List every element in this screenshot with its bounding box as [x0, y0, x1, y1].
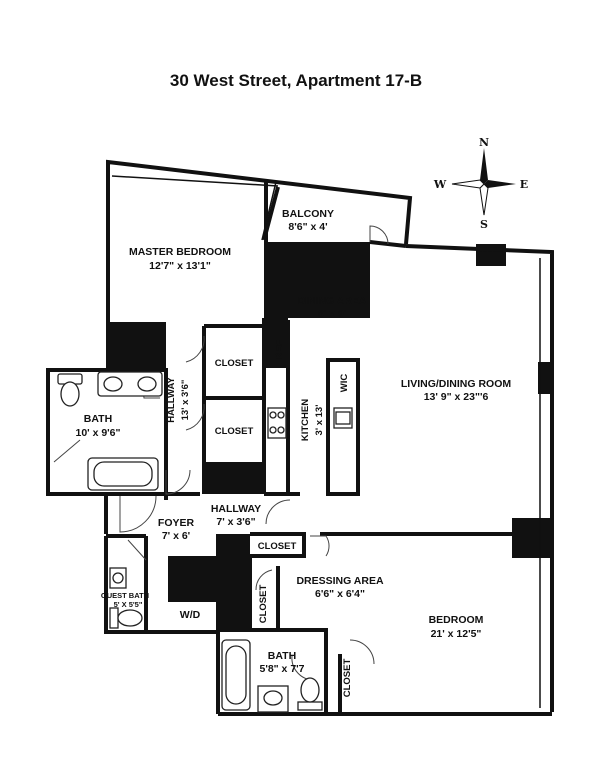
- hallway-horizontal-label: HALLWAY: [211, 503, 261, 515]
- kitchen-fixtures: [267, 407, 353, 439]
- dressing-area-size: 6'6" x 6'4": [315, 588, 365, 600]
- bedroom-bath-label: BATH: [268, 650, 296, 662]
- bedroom-size: 21' x 12'5": [431, 628, 482, 640]
- closet-vertical-right-label: CLOSET: [342, 659, 353, 698]
- room-labels: MASTER BEDROOM 12'7" x 13'1" BALCONY 8'6…: [75, 208, 511, 697]
- balcony-label: BALCONY: [282, 208, 334, 220]
- bedroom-bath-size: 5'8" x 7'7: [259, 663, 304, 675]
- living-dining-label: LIVING/DINING ROOM: [401, 378, 512, 390]
- master-bath-label: BATH: [84, 413, 112, 425]
- compass-south-label: S: [480, 218, 488, 231]
- bedroom-bath-fixtures: [221, 639, 323, 713]
- living-dining-size: 13' 9" x 23"'6: [424, 391, 489, 403]
- dressing-area-label: DRESSING AREA: [296, 575, 384, 587]
- dining-area-size: 8' x 9': [318, 308, 346, 320]
- compass-west-label: W: [433, 178, 447, 191]
- master-bedroom-label: MASTER BEDROOM: [129, 246, 231, 258]
- plan-title: 30 West Street, Apartment 17-B: [170, 71, 422, 90]
- foyer-label: FOYER: [158, 517, 195, 529]
- guest-bath-label: GUEST BATH: [101, 591, 149, 600]
- hallway-vertical-size: 13' x 3'6": [180, 380, 191, 421]
- compass-icon: N S W E: [433, 136, 528, 231]
- closet-hall-label: CLOSET: [258, 541, 297, 552]
- hallway-vertical-label: HALLWAY: [166, 377, 177, 423]
- master-bedroom-size: 12'7" x 13'1": [149, 260, 211, 272]
- compass-north-label: N: [479, 136, 489, 149]
- hallway-horizontal-size: 7' x 3'6": [216, 516, 255, 528]
- structural-columns: [106, 242, 554, 630]
- compass-east-label: E: [520, 178, 528, 191]
- wd-label: W/D: [180, 609, 201, 621]
- dining-area-label: DINING AREA: [297, 295, 366, 307]
- kitchen-label: KITCHEN: [300, 399, 311, 441]
- master-bath-fixtures: [53, 371, 163, 491]
- bedroom-label: BEDROOM: [429, 614, 484, 626]
- closet-vertical-left-label: CLOSET: [258, 585, 269, 624]
- closet-upper-label: CLOSET: [215, 358, 254, 369]
- kitchen-size: 3' x 13': [314, 405, 325, 436]
- ref-label: REF: [274, 340, 285, 359]
- guest-bath-fixtures: [109, 567, 143, 629]
- foyer-size: 7' x 6': [162, 530, 190, 542]
- balcony-size: 8'6" x 4': [288, 221, 327, 233]
- master-bath-size: 10' x 9'6": [75, 427, 120, 439]
- guest-bath-size: 5' X 5'5": [114, 600, 143, 609]
- wic-label: WIC: [339, 374, 350, 393]
- closet-middle-label: CLOSET: [215, 426, 254, 437]
